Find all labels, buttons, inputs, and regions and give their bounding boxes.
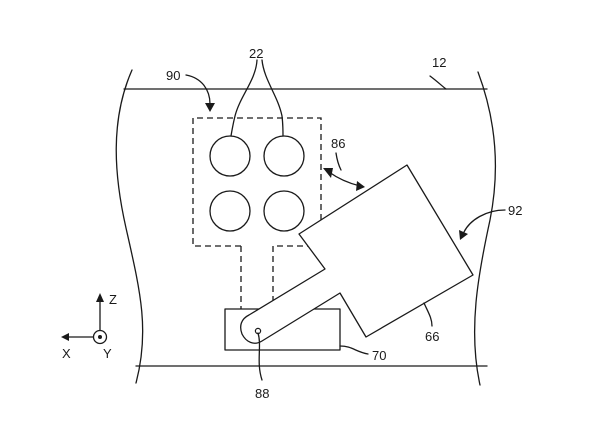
rotated-body-92 [240, 164, 474, 344]
label-92: 92 [508, 203, 522, 218]
coordinate-axes [61, 293, 108, 345]
arrowhead-86-left [323, 168, 333, 178]
circle-bottom-left [209, 190, 251, 232]
leader-66 [423, 302, 433, 327]
circle-top-right [263, 135, 305, 177]
leader-22-left [230, 59, 258, 137]
sheet-12 [115, 69, 496, 386]
axis-label-y: Y [103, 346, 112, 361]
dashed-outline-box [192, 117, 322, 247]
leaders [185, 59, 506, 355]
axis-label-z: Z [109, 292, 117, 307]
arrowhead-90 [205, 103, 215, 112]
label-22: 22 [249, 46, 263, 61]
x-axis-arrowhead [61, 333, 69, 341]
label-70: 70 [372, 348, 386, 363]
rotation-arrow-86 [328, 171, 361, 187]
pivot-88 [254, 327, 263, 381]
circle-bottom-right [263, 190, 305, 232]
label-66: 66 [425, 329, 439, 344]
y-axis-dot [98, 335, 102, 339]
circle-top-left [209, 135, 251, 177]
arrowhead-92 [459, 230, 468, 240]
leader-90 [185, 74, 211, 105]
leader-70 [339, 345, 369, 355]
axis-label-x: X [62, 346, 71, 361]
arrowhead-86-right [356, 181, 365, 191]
leader-22-right [261, 59, 284, 137]
component-92 [240, 164, 474, 344]
leader-86 [335, 152, 342, 171]
leader-88 [257, 332, 263, 381]
label-88: 88 [255, 386, 269, 401]
label-90: 90 [166, 68, 180, 83]
z-axis-arrowhead [96, 293, 104, 302]
circles-22 [209, 135, 305, 232]
label-12: 12 [432, 55, 446, 70]
label-86: 86 [331, 136, 345, 151]
sheet-right-break [473, 71, 496, 386]
leader-12 [429, 75, 447, 90]
leader-92 [463, 209, 506, 233]
sheet-left-break [115, 69, 144, 384]
